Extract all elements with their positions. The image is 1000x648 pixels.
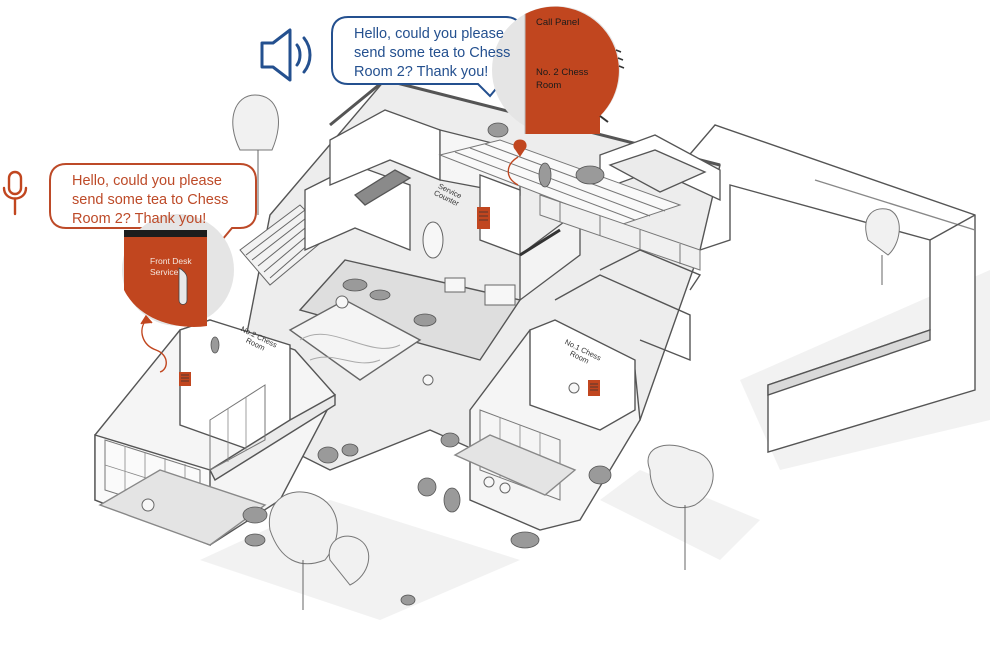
trees (232, 94, 900, 610)
speaker-icon (260, 28, 312, 82)
east-wing-walls (684, 124, 976, 453)
pergola (438, 139, 701, 271)
call-panel-room: No. 2 Chess Room (536, 67, 589, 91)
interior-walls (304, 109, 721, 302)
call-panel-magnifier (492, 6, 625, 135)
location-pin-icon (507, 139, 527, 186)
front-desk-label: Front Desk Service (150, 256, 192, 277)
chess-room-2-building (94, 319, 336, 547)
front-desk-magnifier (122, 214, 234, 327)
furniture (141, 221, 580, 512)
microphone-icon (2, 170, 28, 216)
plants (210, 122, 612, 606)
service-counter-panel (477, 207, 490, 229)
front-desk-arrow (140, 314, 167, 373)
speech-bubble-red-text: Hello, could you please send some tea to… (72, 173, 229, 227)
call-panel-title: Call Panel (536, 17, 580, 28)
speech-bubble-blue-text: Hello, could you please send some tea to… (354, 26, 511, 80)
